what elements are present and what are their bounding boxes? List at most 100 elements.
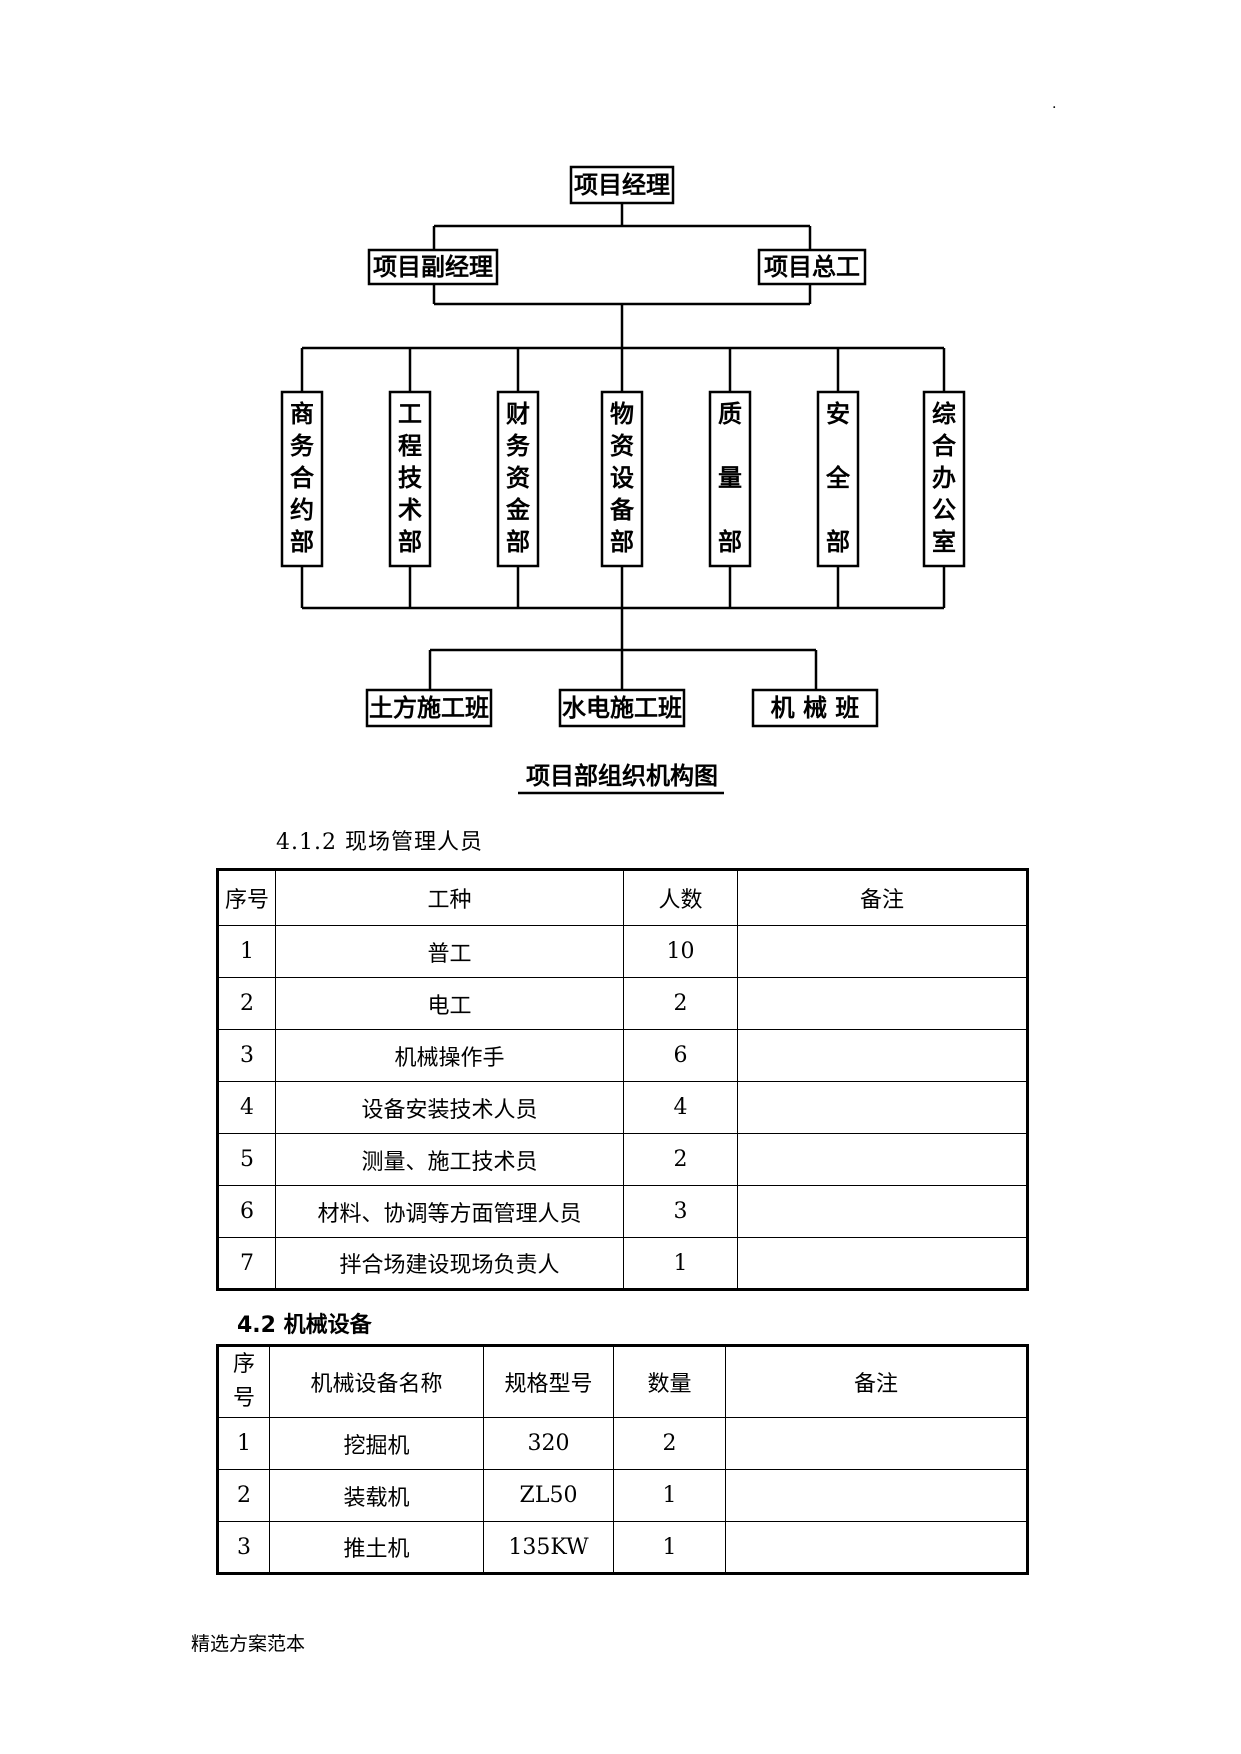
table-row: 5 测量、施工技术员 2 (217, 1133, 1028, 1186)
staff-cell-count: 6 (623, 1029, 738, 1082)
equip-cell-spec: 320 (483, 1417, 614, 1470)
table-row: 1 挖掘机 320 2 (217, 1417, 1028, 1470)
org-department-char: 技 (398, 464, 423, 492)
org-label-team-plumbing-electrical: 水电施工班 (562, 694, 682, 722)
staff-table-header-row: 序号 工种 人数 备注 (217, 869, 1028, 926)
equipment-table: 序 号 机械设备名称 规格型号 数量 备注 1 挖掘机 320 2 2 装载机 … (216, 1344, 1029, 1575)
staff-cell-remarks (737, 977, 1028, 1030)
staff-cell-count: 2 (623, 977, 738, 1030)
table-row: 7 拌合场建设现场负责人 1 (217, 1237, 1028, 1290)
org-department-char: 商 (290, 400, 314, 428)
org-department-char: 室 (932, 528, 956, 556)
staff-section-heading: 4.1.2 现场管理人员 (276, 830, 483, 855)
org-department-char: 备 (609, 496, 635, 524)
staff-cell-count: 1 (623, 1237, 738, 1290)
staff-cell-remarks (737, 1237, 1028, 1290)
equip-cell-remarks (725, 1521, 1028, 1574)
org-box-chief-engineer: 项目总工 (757, 248, 867, 286)
equip-header-no: 序 号 (217, 1345, 270, 1418)
org-department-char: 质 (718, 400, 742, 428)
staff-header-remarks: 备注 (737, 869, 1028, 926)
equipment-section-heading: 4.2 机械设备 (237, 1313, 372, 1338)
equip-cell-qty: 2 (613, 1417, 726, 1470)
staff-table: 序号 工种 人数 备注 1 普工 10 2 电工 2 3 机械操作手 6 4 设… (216, 868, 1029, 1291)
org-box-team-machinery: 机 械 班 (751, 688, 879, 728)
staff-cell-remarks (737, 925, 1028, 978)
org-department-char: 工 (398, 400, 422, 428)
staff-cell-no: 1 (217, 925, 276, 978)
equip-header-no-line1: 序 (232, 1352, 255, 1377)
org-department-char: 合 (290, 464, 315, 492)
equip-header-spec: 规格型号 (483, 1345, 614, 1418)
org-department-char: 设 (610, 464, 634, 492)
equip-cell-spec: 135KW (483, 1521, 614, 1574)
staff-cell-no: 5 (217, 1133, 276, 1186)
org-department-char: 资 (506, 464, 530, 492)
staff-cell-no: 3 (217, 1029, 276, 1082)
org-department-char: 约 (290, 496, 314, 524)
org-label-deputy-manager: 项目副经理 (373, 253, 493, 281)
org-box-deputy-manager: 项目副经理 (367, 248, 499, 286)
equip-cell-remarks (725, 1417, 1028, 1470)
staff-cell-trade: 普工 (275, 925, 624, 978)
org-department-char: 术 (398, 496, 422, 524)
org-box-department: 质量部 (708, 390, 752, 568)
staff-cell-remarks (737, 1081, 1028, 1134)
corner-mark: . (1052, 96, 1057, 112)
equip-header-remarks: 备注 (725, 1345, 1028, 1418)
equip-cell-spec: ZL50 (483, 1469, 614, 1522)
org-box-team-earthwork: 土方施工班 (365, 688, 493, 728)
page-footer: 精选方案范本 (191, 1633, 306, 1655)
org-department-char: 全 (825, 464, 851, 492)
staff-cell-count: 10 (623, 925, 738, 978)
staff-cell-count: 2 (623, 1133, 738, 1186)
staff-cell-trade: 测量、施工技术员 (275, 1133, 624, 1186)
org-department-char: 安 (826, 400, 850, 428)
equip-header-qty: 数量 (613, 1345, 726, 1418)
staff-header-trade: 工种 (275, 869, 624, 926)
equip-cell-qty: 1 (613, 1521, 726, 1574)
org-department-char: 务 (506, 432, 531, 460)
org-department-char: 公 (932, 496, 956, 524)
org-box-team-plumbing-electrical: 水电施工班 (558, 688, 686, 728)
org-label-team-machinery: 机 械 班 (771, 694, 860, 722)
org-label-chief-engineer: 项目总工 (764, 253, 860, 281)
org-department-char: 部 (290, 528, 314, 556)
org-department-char: 量 (718, 464, 742, 492)
org-department-char: 资 (610, 432, 634, 460)
staff-cell-trade: 材料、协调等方面管理人员 (275, 1185, 624, 1238)
equip-cell-no: 3 (217, 1521, 270, 1574)
table-row: 3 推土机 135KW 1 (217, 1521, 1028, 1574)
equip-header-no-line2: 号 (232, 1386, 255, 1411)
org-box-department: 安全部 (816, 390, 860, 568)
table-row: 6 材料、协调等方面管理人员 3 (217, 1185, 1028, 1238)
staff-cell-no: 6 (217, 1185, 276, 1238)
staff-cell-no: 4 (217, 1081, 276, 1134)
equip-cell-no: 1 (217, 1417, 270, 1470)
org-department-char: 办 (932, 464, 956, 492)
equipment-table-header-row: 序 号 机械设备名称 规格型号 数量 备注 (217, 1345, 1028, 1418)
staff-cell-no: 7 (217, 1237, 276, 1290)
org-department-char: 程 (398, 432, 422, 460)
org-department-char: 务 (290, 432, 315, 460)
staff-cell-count: 3 (623, 1185, 738, 1238)
org-department-char: 部 (610, 528, 634, 556)
org-department-char: 部 (398, 528, 422, 556)
staff-cell-remarks (737, 1029, 1028, 1082)
org-department-char: 金 (505, 496, 531, 524)
org-department-char: 财 (506, 400, 530, 428)
table-row: 1 普工 10 (217, 925, 1028, 978)
equip-header-name: 机械设备名称 (269, 1345, 484, 1418)
equip-cell-qty: 1 (613, 1469, 726, 1522)
staff-cell-remarks (737, 1185, 1028, 1238)
staff-header-no: 序号 (217, 869, 276, 926)
staff-cell-remarks (737, 1133, 1028, 1186)
table-row: 3 机械操作手 6 (217, 1029, 1028, 1082)
staff-cell-no: 2 (217, 977, 276, 1030)
table-row: 2 装载机 ZL50 1 (217, 1469, 1028, 1522)
table-row: 4 设备安装技术人员 4 (217, 1081, 1028, 1134)
staff-cell-trade: 设备安装技术人员 (275, 1081, 624, 1134)
